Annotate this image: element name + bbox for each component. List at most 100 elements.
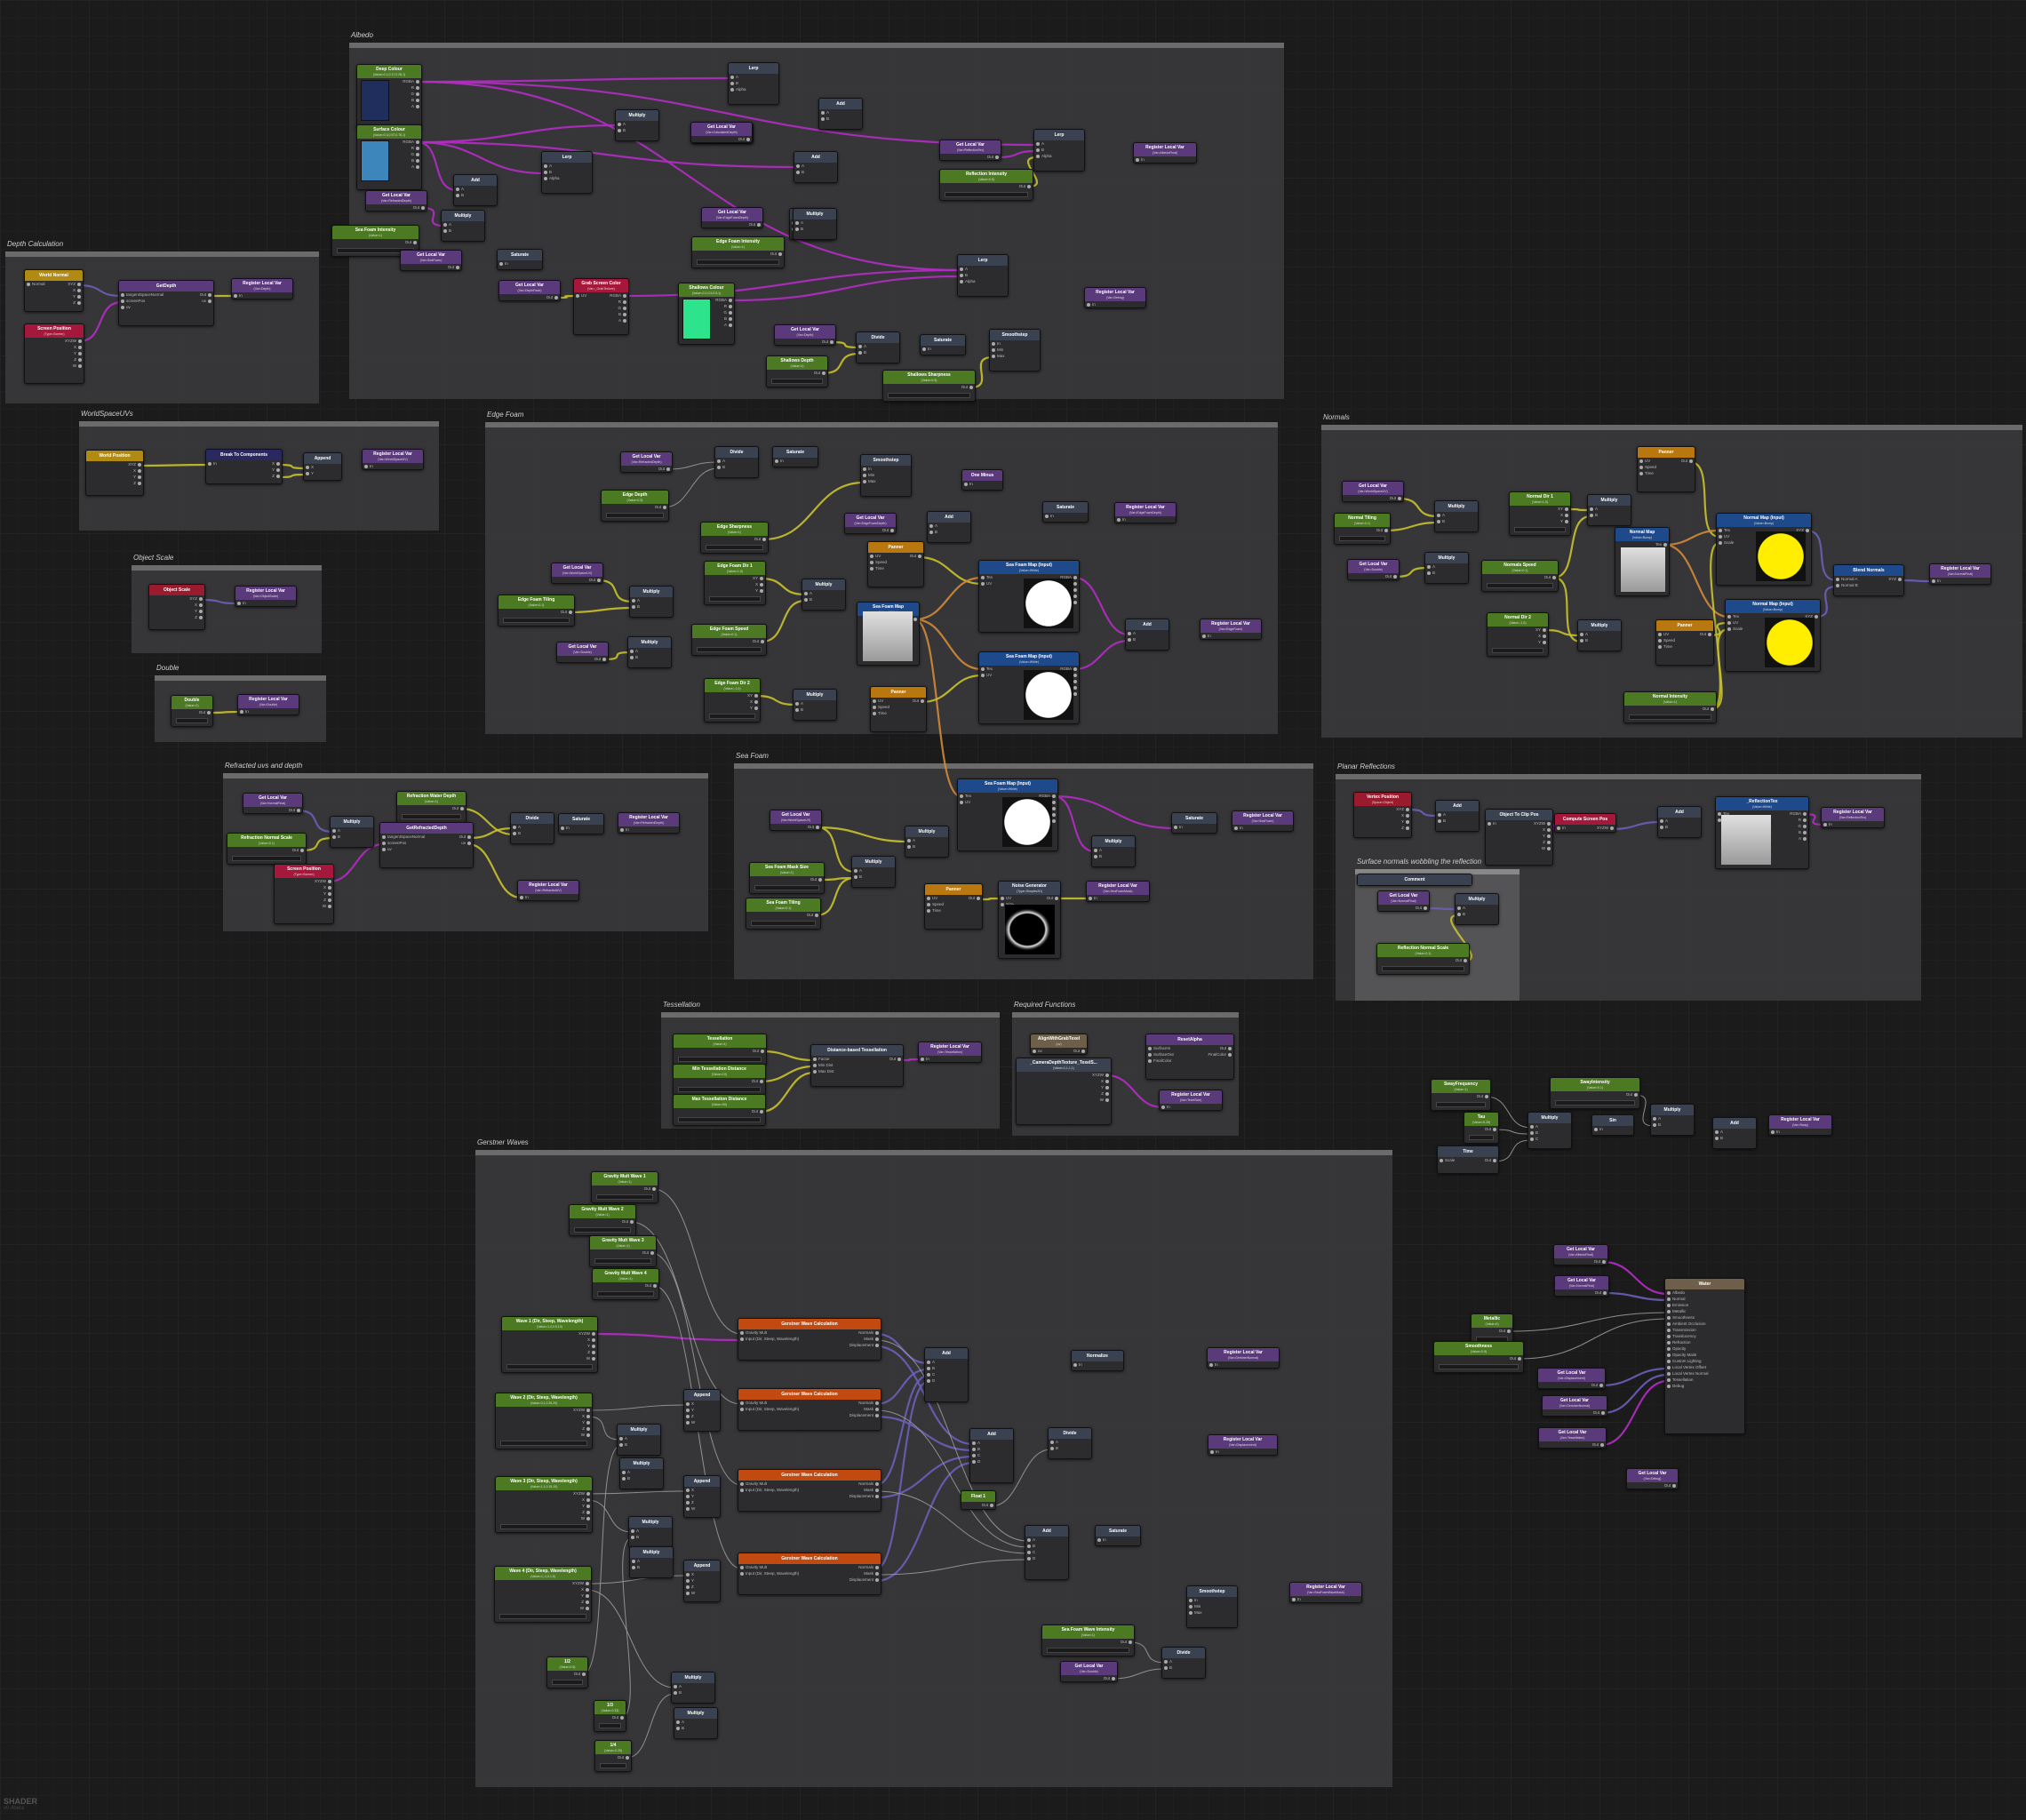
port-dot-icon[interactable]	[1189, 1599, 1192, 1602]
output-port[interactable]: Out	[1538, 1382, 1605, 1388]
port-dot-icon[interactable]	[208, 462, 211, 466]
port-dot-icon[interactable]	[863, 474, 866, 477]
port-dot-icon[interactable]	[1667, 1360, 1671, 1363]
port-dot-icon[interactable]	[822, 371, 826, 375]
port-dot-icon[interactable]	[977, 897, 980, 900]
port-dot-icon[interactable]	[873, 699, 876, 703]
output-port[interactable]: RGBA	[574, 292, 628, 299]
node-third1[interactable]: 1/3(Value=0.33)Out	[594, 1700, 626, 1732]
port-dot-icon[interactable]	[1210, 1450, 1214, 1454]
output-port[interactable]: XYZ	[1354, 806, 1411, 812]
port-dot-icon[interactable]	[1718, 818, 1721, 822]
input-port[interactable]: D	[925, 1377, 968, 1384]
port-dot-icon[interactable]	[717, 459, 721, 463]
input-port[interactable]: In	[1087, 895, 1149, 901]
port-dot-icon[interactable]	[416, 105, 419, 108]
port-dot-icon[interactable]	[760, 583, 763, 587]
output-port[interactable]: Out	[692, 251, 784, 257]
input-port[interactable]: UV	[958, 799, 1057, 805]
input-port[interactable]: A	[629, 1528, 672, 1534]
value-slider[interactable]	[1555, 1100, 1635, 1106]
output-port[interactable]: X	[149, 602, 204, 608]
port-dot-icon[interactable]	[686, 1573, 690, 1577]
input-port[interactable]: A	[1436, 811, 1479, 818]
port-dot-icon[interactable]	[1803, 812, 1807, 816]
output-port[interactable]: B	[574, 311, 628, 317]
input-port[interactable]: B	[928, 529, 970, 535]
node-get-lv-e2[interactable]: Get Local Var(Var=EdgeFoamDepth)Out	[844, 513, 897, 534]
input-port[interactable]: Normal B	[1834, 582, 1903, 588]
port-dot-icon[interactable]	[740, 1489, 744, 1492]
output-port[interactable]: X	[502, 1337, 597, 1343]
input-port[interactable]: B	[454, 192, 497, 198]
output-port[interactable]: Y	[149, 608, 204, 614]
port-dot-icon[interactable]	[276, 462, 280, 466]
port-dot-icon[interactable]	[207, 711, 211, 714]
input-port[interactable]: A	[672, 1683, 714, 1689]
port-dot-icon[interactable]	[1543, 641, 1546, 644]
node-noise-gen[interactable]: Noise Generator(Type=Simplex2D)UVSizeOut	[998, 881, 1061, 959]
port-dot-icon[interactable]	[960, 274, 963, 277]
input-port[interactable]: B	[1162, 1664, 1205, 1671]
output-port[interactable]: Out	[770, 824, 821, 830]
port-dot-icon[interactable]	[138, 482, 141, 485]
port-dot-icon[interactable]	[1073, 588, 1077, 592]
input-port[interactable]: B	[1092, 853, 1135, 859]
input-port[interactable]: In	[919, 1056, 981, 1062]
port-dot-icon[interactable]	[795, 702, 799, 706]
port-dot-icon[interactable]	[237, 602, 241, 605]
node-reg-lv-texel[interactable]: Register Local Var(Var=TexelSize)In	[1159, 1090, 1223, 1111]
port-dot-icon[interactable]	[730, 88, 734, 92]
input-port[interactable]: In	[1115, 516, 1176, 523]
port-dot-icon[interactable]	[1052, 807, 1056, 810]
port-dot-icon[interactable]	[1050, 1447, 1054, 1450]
port-dot-icon[interactable]	[875, 1344, 879, 1347]
output-port[interactable]: Out	[366, 204, 427, 211]
input-port[interactable]: C	[1528, 1136, 1571, 1142]
input-port[interactable]: Debug	[1665, 1383, 1744, 1389]
port-dot-icon[interactable]	[78, 346, 82, 349]
port-dot-icon[interactable]	[382, 835, 386, 839]
input-port[interactable]: C	[925, 1371, 968, 1377]
port-dot-icon[interactable]	[686, 1501, 690, 1505]
node-get-lv-o2[interactable]: Get Local Var(Var=NormalFinal)Out	[1554, 1275, 1609, 1297]
output-port[interactable]: XYZ	[25, 281, 83, 287]
node-edge-foam-intensity[interactable]: Edge Foam Intensity(Value=1)Out	[691, 236, 785, 268]
output-port[interactable]: Out	[397, 805, 466, 811]
output-port[interactable]: W	[496, 1515, 592, 1521]
port-dot-icon[interactable]	[981, 576, 985, 579]
port-dot-icon[interactable]	[992, 355, 995, 358]
output-port[interactable]: Y	[502, 1343, 597, 1349]
port-dot-icon[interactable]	[602, 658, 606, 661]
port-dot-icon[interactable]	[586, 1517, 590, 1521]
input-port[interactable]: In	[1085, 301, 1145, 307]
connection-wire[interactable]	[1493, 1139, 1532, 1162]
node-reg-lv-albedo[interactable]: Register Local Var(Var=AlbedoFinal)In	[1133, 142, 1197, 164]
input-port[interactable]: W	[684, 1590, 720, 1596]
value-slider[interactable]	[596, 1194, 653, 1200]
port-dot-icon[interactable]	[416, 159, 419, 163]
port-dot-icon[interactable]	[1803, 825, 1807, 828]
port-dot-icon[interactable]	[1073, 680, 1077, 683]
port-dot-icon[interactable]	[1073, 595, 1077, 598]
port-dot-icon[interactable]	[1806, 529, 1809, 532]
output-port[interactable]: Z	[1354, 825, 1411, 831]
input-port[interactable]: In	[921, 346, 965, 352]
port-dot-icon[interactable]	[456, 266, 459, 269]
output-port[interactable]: Y	[705, 587, 765, 594]
port-dot-icon[interactable]	[740, 1337, 744, 1341]
input-port[interactable]: In	[990, 340, 1040, 347]
port-dot-icon[interactable]	[1105, 1092, 1109, 1096]
port-dot-icon[interactable]	[960, 280, 963, 283]
